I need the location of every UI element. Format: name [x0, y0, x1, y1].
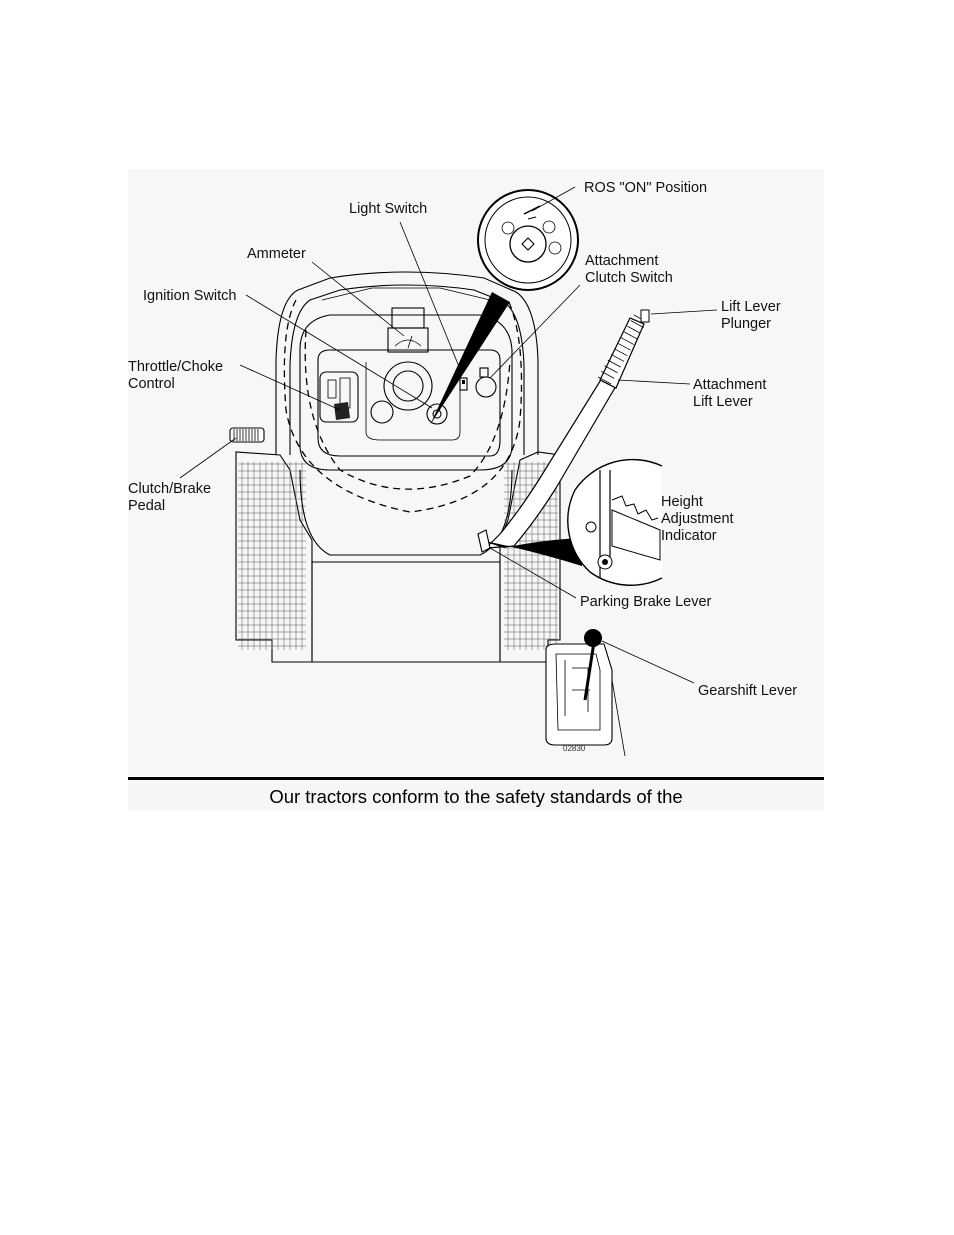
label-gearshift-lever: Gearshift Lever [698, 683, 797, 699]
footer-rule-caption: Our tractors conform to the safety stand… [128, 777, 824, 811]
drawing-code: 02830 [563, 744, 586, 753]
label-clutch-brake-pedal-line2: Pedal [128, 498, 165, 514]
label-ignition-switch: Ignition Switch [143, 288, 237, 304]
label-parking-brake-lever: Parking Brake Lever [580, 594, 712, 610]
label-light-switch: Light Switch [349, 201, 427, 217]
clutch-brake-pedal [230, 428, 264, 442]
label-lift-lever-plunger-line1: Lift Lever [721, 299, 781, 315]
footer-text: Our tractors conform to the safety stand… [128, 786, 824, 808]
label-clutch-brake-pedal-line1: Clutch/Brake [128, 481, 211, 497]
label-lift-lever-plunger-line2: Plunger [721, 316, 771, 332]
label-throttle-choke-line2: Control [128, 376, 175, 392]
label-height-adjustment-line3: Indicator [661, 528, 717, 544]
label-height-adjustment-line1: Height [661, 494, 703, 510]
label-attachment-lift-lever-line1: Attachment [693, 377, 766, 393]
label-throttle-choke-line1: Throttle/Choke [128, 359, 223, 375]
label-ros-on-position: ROS "ON" Position [584, 180, 707, 196]
label-ammeter: Ammeter [247, 246, 306, 262]
label-height-adjustment-line2: Adjustment [661, 511, 734, 527]
label-attachment-clutch-switch-line1: Attachment [585, 253, 658, 269]
label-attachment-lift-lever-line2: Lift Lever [693, 394, 753, 410]
label-attachment-clutch-switch-line2: Clutch Switch [585, 270, 673, 286]
